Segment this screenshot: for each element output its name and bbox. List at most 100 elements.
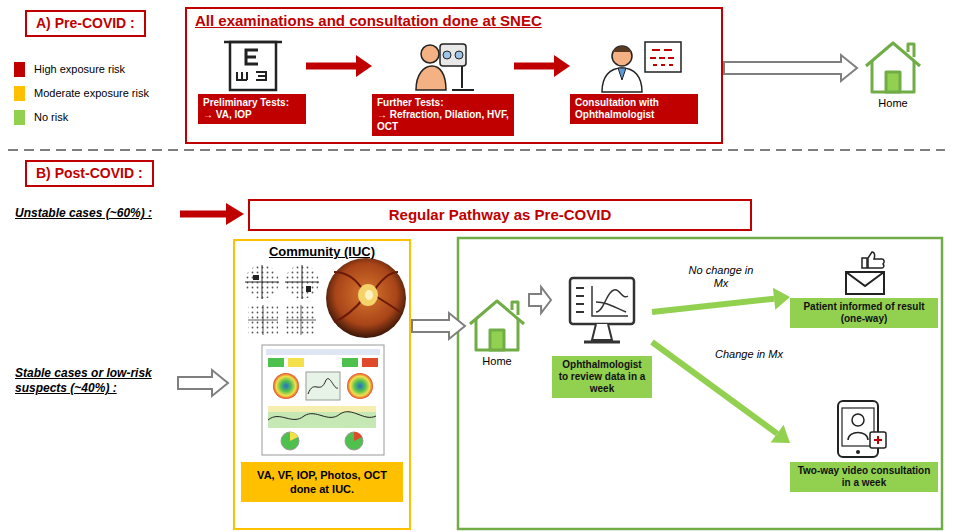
eye-chart-icon bbox=[224, 42, 282, 90]
doctor-icon-part bbox=[612, 46, 632, 52]
house-icon-part bbox=[872, 61, 914, 92]
house-icon-part bbox=[866, 43, 920, 66]
leader-arrow-part bbox=[226, 203, 244, 225]
house-icon-part bbox=[490, 330, 504, 350]
visual-field-chart-part bbox=[245, 265, 319, 299]
visual-field-chart bbox=[242, 258, 322, 340]
video-call-icon-part bbox=[874, 436, 882, 444]
section-title: B) Post-COVID : bbox=[36, 165, 143, 182]
step-label: Ophthalmologist to review data in a week bbox=[557, 359, 647, 395]
step-heading: Preliminary Tests: bbox=[203, 97, 301, 109]
computer-icon-part bbox=[584, 341, 620, 344]
edge-label: Change in Mx bbox=[713, 347, 785, 362]
eye-chart-icon-part bbox=[237, 72, 247, 80]
frame-title: Community (IUC) bbox=[235, 241, 409, 259]
doctor-icon-part bbox=[612, 46, 632, 66]
doctor-icon-part bbox=[618, 68, 626, 80]
visual-field-chart-part bbox=[253, 275, 259, 280]
oct-report-part bbox=[347, 373, 373, 399]
step-detail: → Refraction, Dilation, HVF, OCT bbox=[377, 109, 509, 133]
oct-report-part bbox=[354, 432, 362, 441]
eye-chart-icon-part bbox=[230, 42, 276, 90]
phoropter-icon-part bbox=[416, 66, 446, 90]
flow-connector bbox=[529, 287, 551, 313]
result-step: Patient informed of result (one-way) bbox=[790, 252, 938, 328]
label-patch: Ophthalmologist to review data in a week bbox=[552, 356, 652, 398]
oct-report-part bbox=[290, 432, 298, 441]
phoropter-icon-part bbox=[440, 44, 466, 66]
home-label: Home bbox=[858, 96, 928, 110]
home-label: Home bbox=[466, 354, 528, 368]
leader-arrow bbox=[180, 203, 244, 225]
doctor-icon bbox=[602, 42, 681, 92]
fundus-photo-part bbox=[326, 258, 406, 338]
oct-report-part bbox=[268, 358, 284, 367]
label-patch: Two-way video consultation in a week bbox=[790, 462, 938, 492]
community-frame: Community (IUC) VA, VF, IOP, Photos, OCT … bbox=[233, 239, 411, 530]
home-node: Home bbox=[858, 40, 928, 110]
doctor-icon-part bbox=[602, 68, 642, 92]
section-divider bbox=[8, 149, 945, 151]
label-patch: Preliminary Tests:→ VA, IOP bbox=[198, 94, 306, 124]
oct-report-part bbox=[288, 358, 304, 367]
consult-step: Consultation with Ophthalmologist bbox=[570, 38, 698, 124]
oct-report-part bbox=[342, 358, 358, 367]
section-tag: A) Pre-COVID : bbox=[25, 10, 146, 37]
case-group-label: Stable cases or low-risk suspects (~40%)… bbox=[15, 366, 171, 396]
envelope-icon-part bbox=[846, 272, 884, 286]
tests-label: VA, VF, IOP, Photos, OCT done at IUC. bbox=[247, 468, 397, 496]
oct-report-part bbox=[306, 372, 340, 400]
block-arrow bbox=[412, 313, 465, 339]
oct-report bbox=[262, 345, 384, 455]
leader-arrow bbox=[178, 370, 228, 396]
flow-connector bbox=[652, 288, 790, 312]
arrow-shaft bbox=[514, 63, 554, 70]
house-icon-part bbox=[476, 319, 518, 350]
oct-report-part bbox=[266, 349, 380, 355]
test-step: Preliminary Tests:→ VA, IOP bbox=[198, 38, 306, 124]
computer-icon-part bbox=[576, 288, 584, 312]
envelope-icon-part bbox=[868, 252, 884, 268]
arrow-head bbox=[773, 288, 790, 310]
house-icon bbox=[470, 301, 524, 350]
case-group-label: Unstable cases (~60%) : bbox=[15, 206, 177, 221]
video-call-icon bbox=[838, 401, 886, 457]
fundus-photo-part bbox=[365, 290, 373, 300]
fundus-photo-part bbox=[358, 284, 378, 306]
oct-report-part bbox=[268, 406, 376, 412]
flow-connector bbox=[412, 313, 465, 339]
house-icon-part bbox=[908, 44, 914, 57]
flow-connector bbox=[514, 55, 570, 77]
computer-icon-part bbox=[596, 302, 626, 312]
block-arrow bbox=[529, 287, 551, 313]
eye-chart-icon-part bbox=[246, 50, 258, 64]
step-detail: → VA, IOP bbox=[203, 109, 301, 121]
frame-title: All examinations and consultation done a… bbox=[187, 9, 721, 29]
arrow-head bbox=[554, 55, 570, 77]
phoropter-icon-part bbox=[421, 45, 439, 63]
legend-label: Moderate exposure risk bbox=[34, 86, 149, 101]
flow-connector bbox=[306, 55, 372, 77]
label-patch: Consultation with Ophthalmologist bbox=[570, 94, 698, 124]
legend-label: No risk bbox=[34, 110, 68, 125]
fundus-photo-part bbox=[334, 272, 400, 322]
home-node: Home bbox=[466, 298, 528, 368]
arrow-shaft bbox=[652, 299, 774, 312]
pathway-label: Regular Pathway as Pre-COVID bbox=[255, 206, 745, 224]
legend-label: High exposure risk bbox=[34, 62, 125, 77]
video-call-icon-part bbox=[870, 432, 886, 448]
review-step: Ophthalmologist to review data in a week bbox=[552, 272, 652, 398]
block-arrow bbox=[724, 55, 857, 81]
leader-arrow-part bbox=[178, 370, 228, 396]
section-title: A) Pre-COVID : bbox=[36, 15, 135, 32]
visual-field-chart-part bbox=[248, 305, 316, 335]
visual-field-chart-part bbox=[242, 258, 322, 340]
doctor-icon-part bbox=[650, 50, 674, 65]
house-icon-part bbox=[512, 302, 518, 315]
label-patch: Patient informed of result (one-way) bbox=[790, 298, 938, 328]
legend-swatch bbox=[14, 86, 25, 101]
video-call-icon-part bbox=[852, 414, 864, 426]
step-label: Consultation with Ophthalmologist bbox=[575, 97, 693, 121]
